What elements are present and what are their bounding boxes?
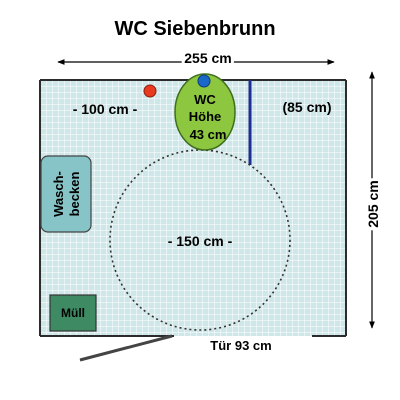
right-space-label: (85 cm) xyxy=(282,99,331,115)
wc-label-line1: WC xyxy=(194,92,216,107)
door-label: Tür 93 cm xyxy=(210,338,271,353)
bin xyxy=(49,294,97,332)
door-leaf xyxy=(79,334,173,362)
turning-circle-label: - 150 cm - xyxy=(168,233,233,249)
red-marker xyxy=(143,84,157,98)
width-label: 255 cm xyxy=(184,50,231,66)
height-label: 205 cm xyxy=(365,180,381,227)
sink xyxy=(40,155,92,233)
page-title: WC Siebenbrunn xyxy=(114,18,275,40)
turning-circle xyxy=(109,149,291,331)
left-space-label: - 100 cm - xyxy=(73,101,138,117)
blue-marker xyxy=(197,74,211,88)
sink-label-line2: becken xyxy=(67,172,82,217)
sink-label-line1: Wasch- xyxy=(51,171,66,217)
wc-label-line3: 43 cm xyxy=(190,127,227,142)
wc-label-line2: Höhe xyxy=(189,109,222,124)
wc-toilet xyxy=(174,73,236,151)
bin-label: Müll xyxy=(61,306,85,320)
